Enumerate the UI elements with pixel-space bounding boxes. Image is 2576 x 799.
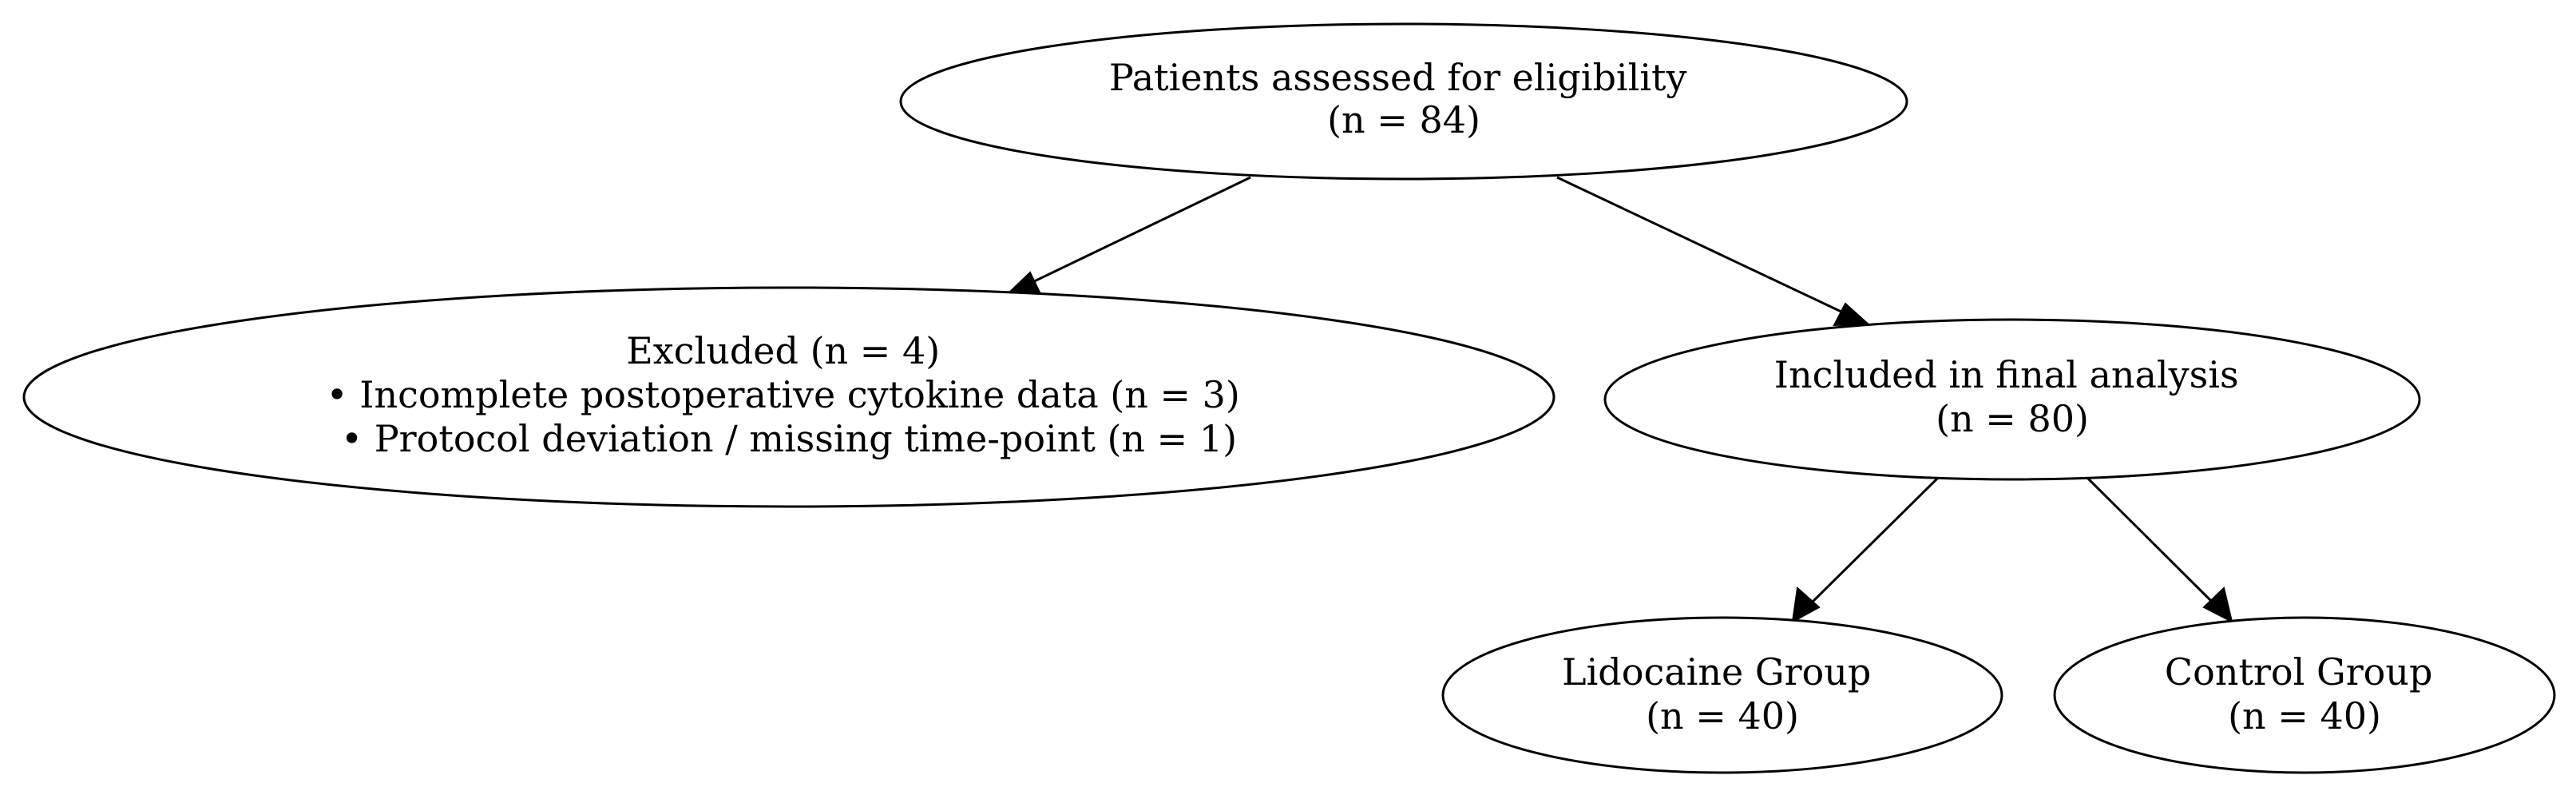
edge-included-to-lidocaine [1805,476,1940,609]
node-excluded-label: Excluded (n = 4) • Incomplete postoperat… [327,329,1252,460]
node-assessed-shape [899,22,1908,181]
arrowhead-excluded [1005,271,1042,295]
node-control-line-2: (n = 40) [2228,694,2381,737]
node-included-line-2: (n = 80) [1936,397,2089,440]
node-lidocaine-label: Lidocaine Group (n = 40) [1562,650,1883,737]
node-lidocaine-line-1: Lidocaine Group [1562,650,1871,694]
arrowhead-included [1833,302,1871,327]
node-assessed-line-1: Patients assessed for eligibility [1109,56,1687,99]
node-included-shape [1603,318,2421,481]
node-lidocaine-shape [1441,616,2003,774]
node-excluded-line-1: Excluded (n = 4) [626,329,940,372]
node-lidocaine-line-2: (n = 40) [1646,694,1799,737]
edge-assessed-to-included [1556,176,1847,316]
node-assessed: Patients assessed for eligibility (n = 8… [899,22,1908,181]
node-excluded-line-2: • Incomplete postoperative cytokine data… [327,373,1240,416]
edge-assessed-to-excluded [1025,176,1251,287]
node-excluded: Excluded (n = 4) • Incomplete postoperat… [22,286,1556,508]
node-included: Included in final analysis (n = 80) [1603,318,2421,481]
node-excluded-shape [22,286,1556,508]
node-control-label: Control Group (n = 40) [2165,650,2444,737]
arrowhead-control [2202,586,2233,623]
node-lidocaine: Lidocaine Group (n = 40) [1441,616,2003,774]
node-control-shape [2053,616,2556,774]
node-excluded-line-3: • Protocol deviation / missing time-poin… [341,417,1237,460]
node-control: Control Group (n = 40) [2053,616,2556,774]
node-assessed-line-2: (n = 84) [1327,98,1480,141]
node-assessed-label: Patients assessed for eligibility (n = 8… [1109,56,1698,141]
edges [1005,176,2233,623]
node-control-line-1: Control Group [2165,650,2433,694]
arrowhead-lidocaine [1791,586,1821,623]
edge-included-to-control [2086,476,2219,609]
node-included-line-1: Included in final analysis [1774,353,2239,396]
node-included-label: Included in final analysis (n = 80) [1774,353,2250,440]
